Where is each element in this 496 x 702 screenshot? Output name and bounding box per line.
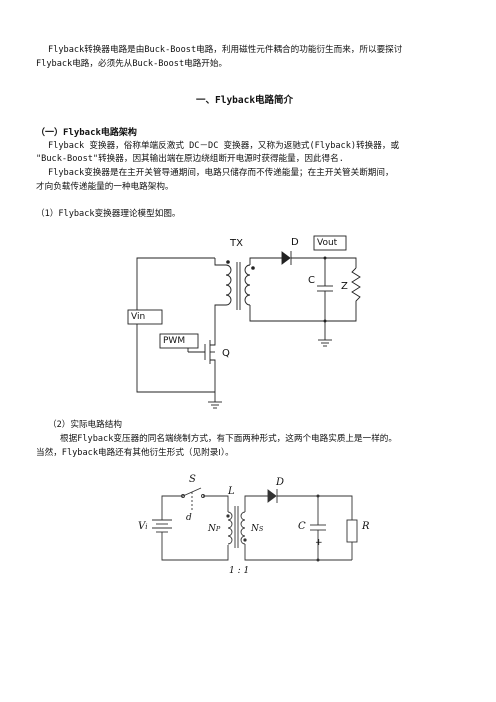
- para1-line-2: "Buck-Boost"转换器，因其输出端在原边绕组断开电源时获得能量，因此得名…: [36, 154, 344, 164]
- label-ns: NS: [251, 524, 264, 534]
- label-d-small: d: [186, 513, 192, 523]
- label-capacitor: C: [308, 275, 315, 286]
- label-turns-ratio: 1 : 1: [229, 566, 250, 576]
- label-vi: Vi: [138, 521, 148, 532]
- para3-line-1: 根据Flyback变压器的同名端绕制方式，有下面两种形式，这两个电路实质上是一样…: [60, 434, 397, 444]
- label-np: NP: [208, 524, 221, 534]
- label-diode-d: D: [276, 477, 285, 488]
- para2-line-2: 才向负载传递能量的一种电路架构。: [36, 182, 174, 192]
- label-resistor-r: R: [362, 521, 370, 532]
- para3-line-2: 当然，Flyback电路还有其他衍生形式（见附录Ⅰ）。: [36, 448, 234, 458]
- section-title: 一、Flyback电路简介: [196, 95, 294, 106]
- item1-caption: （1）Flyback变换器理论模型如图。: [36, 209, 181, 219]
- label-tx: TX: [230, 238, 243, 249]
- label-plus: +: [315, 538, 323, 548]
- label-inductor-l: L: [228, 486, 235, 497]
- para2-line-1: Flyback变换器是在主开关管导通期间，电路只储存而不传递能量；在主开关管关断…: [48, 168, 394, 178]
- intro-line-2: Flyback电路，必须先从Buck-Boost电路开始。: [36, 59, 228, 69]
- label-capacitor-c: C: [298, 521, 306, 532]
- label-vin: Vin: [131, 312, 146, 322]
- label-switch-s: S: [189, 474, 196, 485]
- subsection-title: （一）Flyback电路架构: [36, 128, 137, 138]
- label-diode: D: [291, 237, 299, 248]
- label-vout: Vout: [317, 238, 338, 248]
- label-mosfet-q: Q: [222, 348, 230, 359]
- label-pwm: PWM: [163, 336, 186, 346]
- label-load-z: Z: [341, 281, 348, 292]
- para1-line-1: Flyback 变换器，俗称单端反激式 DC－DC 变换器，又称为返驰式(Fly…: [48, 141, 400, 151]
- item2-caption: （2）实际电路结构: [48, 420, 122, 430]
- intro-line-1: Flyback转换器电路是由Buck-Boost电路，利用磁性元件耦合的功能衍生…: [48, 45, 403, 55]
